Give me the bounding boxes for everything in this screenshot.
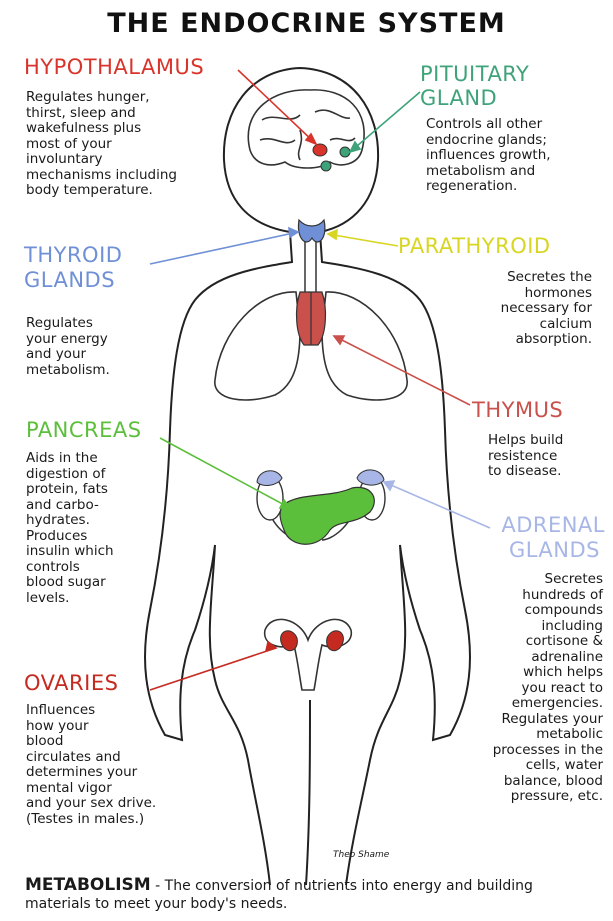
footer-term: METABOLISM (25, 875, 151, 895)
hypothalamus-label: HYPOTHALAMUS (24, 55, 204, 79)
hypothalamus-arrow (238, 70, 316, 144)
footer-definition: METABOLISM - The conversion of nutrients… (25, 876, 595, 913)
pituitary-label-line1: PITUITARY (420, 62, 529, 86)
parathyroid-arrow (328, 234, 398, 246)
artist-signature: Theo Shame (333, 850, 389, 860)
pituitary-arrow (350, 92, 420, 152)
thyroid-label-line2: GLANDS (24, 268, 115, 292)
thyroid-arrow (150, 232, 298, 264)
uterus (265, 619, 352, 690)
pancreas-label: PANCREAS (26, 418, 142, 442)
thymus-gland (297, 292, 326, 345)
thyroid-gland (298, 220, 324, 242)
ovaries-arrowhead (266, 642, 276, 651)
adrenal-description: Secretes hundreds of compounds including… (425, 572, 603, 805)
right-ovary (327, 631, 344, 651)
right-lung (322, 292, 407, 400)
ovaries-label: OVARIES (24, 671, 118, 695)
adrenal-arrowhead (384, 481, 394, 490)
parathyroid-description: Secretes the hormones necessary for calc… (440, 270, 592, 348)
thymus-arrowhead (334, 336, 344, 344)
thymus-label: THYMUS (472, 398, 563, 422)
ovaries-arrow (150, 648, 276, 690)
thyroid-label-line1: THYROID (24, 243, 122, 267)
adrenal-label-line2: GLANDS (470, 538, 600, 562)
pituitary-arrowhead (350, 142, 360, 152)
pituitary-gland (321, 161, 331, 171)
pancreas-description: Aids in the digestion of protein, fats a… (26, 451, 166, 606)
pituitary-lobe (340, 147, 350, 157)
thyroid-description: Regulates your energy and your metabolis… (26, 316, 166, 378)
hypothalamus-gland (313, 144, 327, 156)
pituitary-description: Controls all other endocrine glands; inf… (426, 117, 601, 195)
parathyroid-label: PARATHYROID (398, 234, 551, 258)
pituitary-label-line2: GLAND (420, 86, 497, 110)
thyroid-arrowhead (289, 228, 298, 237)
hypothalamus-description: Regulates hunger, thirst, sleep and wake… (26, 90, 226, 199)
parathyroid-arrowhead (328, 230, 337, 239)
trachea (305, 240, 316, 300)
left-lung (215, 292, 300, 400)
adrenal-label-line1: ADRENAL (470, 513, 605, 537)
right-adrenal-gland (357, 470, 384, 485)
ovaries-description: Influences how your blood circulates and… (26, 703, 216, 827)
pancreas-gland (280, 487, 374, 544)
thymus-description: Helps build resistence to disease. (488, 433, 598, 480)
